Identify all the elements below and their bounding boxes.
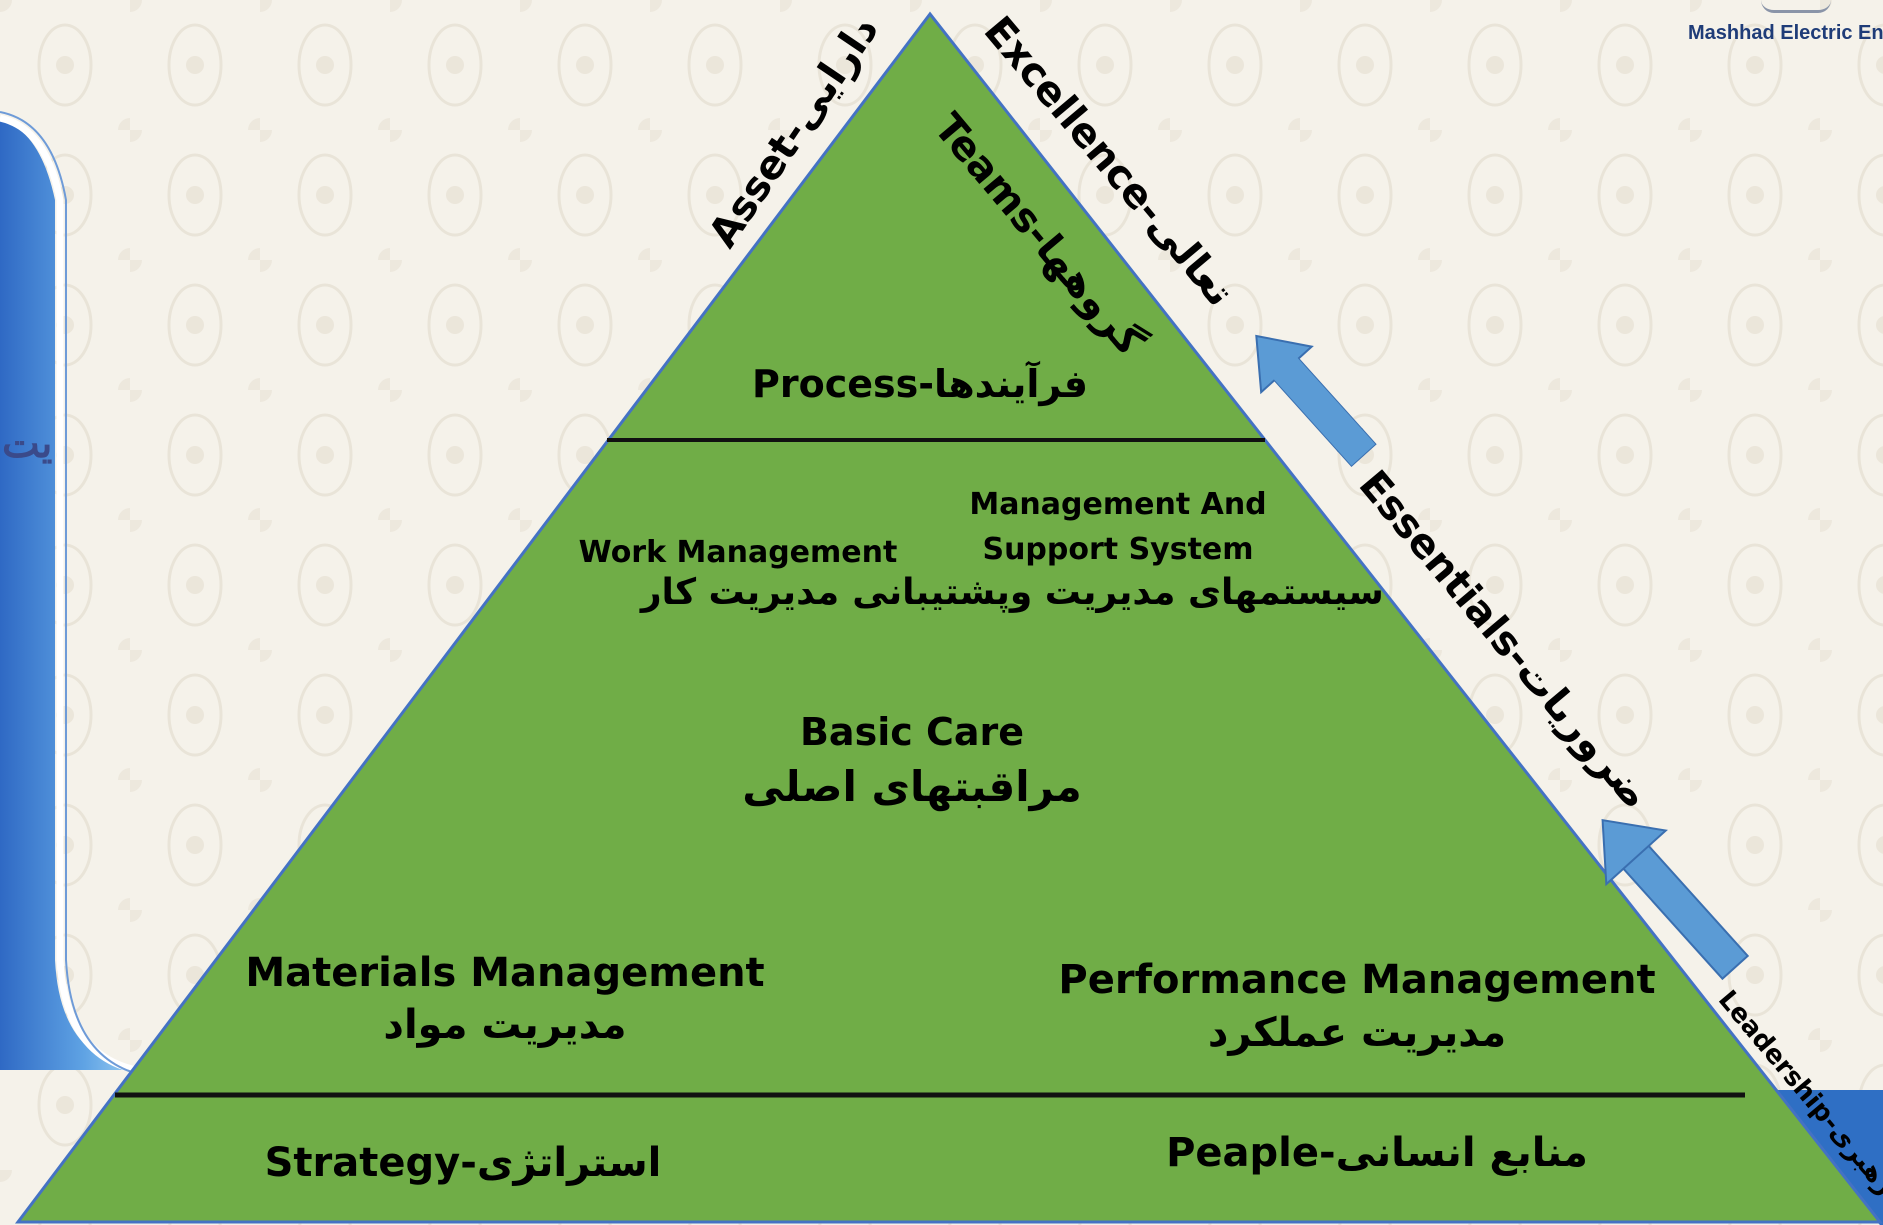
performance-management-en: Performance Management (1058, 957, 1656, 1003)
arrow-lower (1601, 818, 1750, 981)
left-panel-outline (0, 111, 161, 1079)
materials-management-en: Materials Management (245, 950, 765, 996)
arrow-upper (1255, 334, 1377, 467)
materials-management-fa: مدیریت مواد (383, 1002, 627, 1048)
left-panel (0, 120, 140, 1070)
basic-care-fa: مراقبتهای اصلی (742, 762, 1082, 811)
work-management-en: Work Management (578, 535, 898, 570)
people-label: Peaple-منابع انسانی (1166, 1130, 1588, 1176)
logo-icon (1761, 0, 1831, 13)
pyramid (14, 11, 1883, 1224)
left-panel-text: يت (2, 420, 53, 467)
support-system-fa: سیستمهای مدیریت وپشتیبانی (852, 572, 1384, 613)
strategy-label: Strategy-استراتژی (264, 1140, 662, 1186)
support-system-en-line2: Support System (982, 532, 1254, 567)
brand-name: Mashhad Electric Ene (1688, 22, 1883, 44)
process-label: Process-فرآیندها (752, 362, 1088, 406)
support-system-en-line1: Management And (969, 487, 1267, 522)
performance-management-fa: مدیریت عملکرد (1207, 1010, 1507, 1056)
basic-care-en: Basic Care (799, 710, 1025, 754)
work-management-fa: مدیریت کار (640, 572, 840, 613)
